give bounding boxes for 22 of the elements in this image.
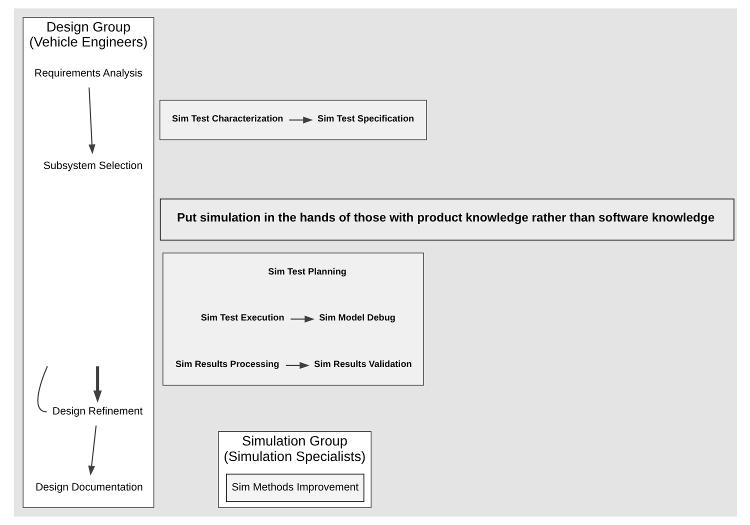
arrow	[92, 366, 102, 403]
node-text: Sim Model Debug	[318, 312, 396, 323]
node-text: Sim Results Processing	[174, 359, 279, 370]
cluster	[162, 252, 424, 386]
node-box: Put simulation in the hands of those with product knowledge rather than software knowledge	[159, 198, 734, 240]
node-text: Sim Test Characterization	[172, 114, 283, 124]
node-text: Subsystem Selection	[42, 160, 142, 172]
arrow	[88, 425, 96, 476]
node-text: Sim Results Validation	[314, 359, 412, 370]
cluster	[159, 100, 426, 140]
connector	[36, 366, 48, 412]
node-text: Sim Test Execution	[200, 312, 284, 323]
node-box: Sim Methods Improvement	[226, 474, 364, 502]
node-text: Design Documentation	[34, 482, 142, 494]
arrow	[88, 87, 95, 154]
arrow	[290, 316, 314, 323]
node-text: Sim Test Specification	[317, 114, 414, 124]
node-text: Design Refinement	[52, 406, 142, 418]
arrow	[285, 362, 310, 369]
node-text: Requirements Analysis	[34, 67, 142, 80]
arrow	[288, 116, 312, 124]
node-text: Sim Test Planning	[268, 266, 346, 276]
